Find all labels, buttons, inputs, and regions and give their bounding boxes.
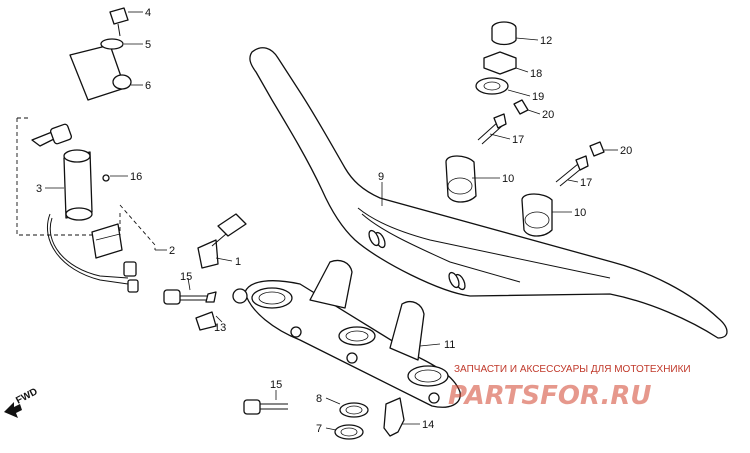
callout-15-upper: 15 xyxy=(180,271,192,283)
watermark-caption: ЗАПЧАСТИ И АКСЕССУАРЫ ДЛЯ МОТОТЕХНИКИ xyxy=(454,364,691,375)
callout-2: 2 xyxy=(169,245,175,257)
ignition-assembly xyxy=(16,7,156,293)
callout-6: 6 xyxy=(145,80,151,92)
callout-17-lower: 17 xyxy=(580,177,592,189)
lower-parts xyxy=(243,397,405,440)
fwd-arrow-icon xyxy=(4,402,22,418)
fwd-indicator: FWD xyxy=(4,386,40,418)
callout-8: 8 xyxy=(316,393,322,405)
watermark: ЗАПЧАСТИ И АКСЕССУАРЫ ДЛЯ МОТОТЕХНИКИ PA… xyxy=(448,364,691,411)
callout-13: 13 xyxy=(214,322,226,334)
callout-9: 9 xyxy=(378,171,384,183)
leader-lines xyxy=(45,11,618,431)
fwd-label: FWD xyxy=(14,386,39,406)
callout-10-upper: 10 xyxy=(502,173,514,185)
callout-16: 16 xyxy=(130,171,142,183)
handlebar xyxy=(249,47,728,339)
callout-labels: 4 5 6 16 3 2 1 15 13 9 12 18 19 20 17 20… xyxy=(36,7,632,435)
callout-17-upper: 17 xyxy=(512,134,524,146)
callout-1: 1 xyxy=(235,256,241,268)
callout-7: 7 xyxy=(316,423,322,435)
callout-3: 3 xyxy=(36,183,42,195)
bracket xyxy=(197,213,247,269)
watermark-logo: PARTSFOR.RU xyxy=(448,381,651,411)
callout-20-upper: 20 xyxy=(542,109,554,121)
top-bridge xyxy=(244,259,461,408)
callout-15-lower: 15 xyxy=(270,379,282,391)
callout-11: 12 xyxy=(540,35,552,47)
callout-18: 18 xyxy=(530,68,542,80)
callout-20-lower: 20 xyxy=(620,145,632,157)
callout-14: 14 xyxy=(422,419,434,431)
bolt-and-clip-upper xyxy=(163,288,248,331)
callout-4: 4 xyxy=(145,7,151,19)
callout-5: 5 xyxy=(145,39,151,51)
right-parts xyxy=(445,21,605,237)
callout-19: 19 xyxy=(532,91,544,103)
callout-10-lower: 10 xyxy=(574,207,586,219)
callout-12: 11 xyxy=(444,339,455,351)
